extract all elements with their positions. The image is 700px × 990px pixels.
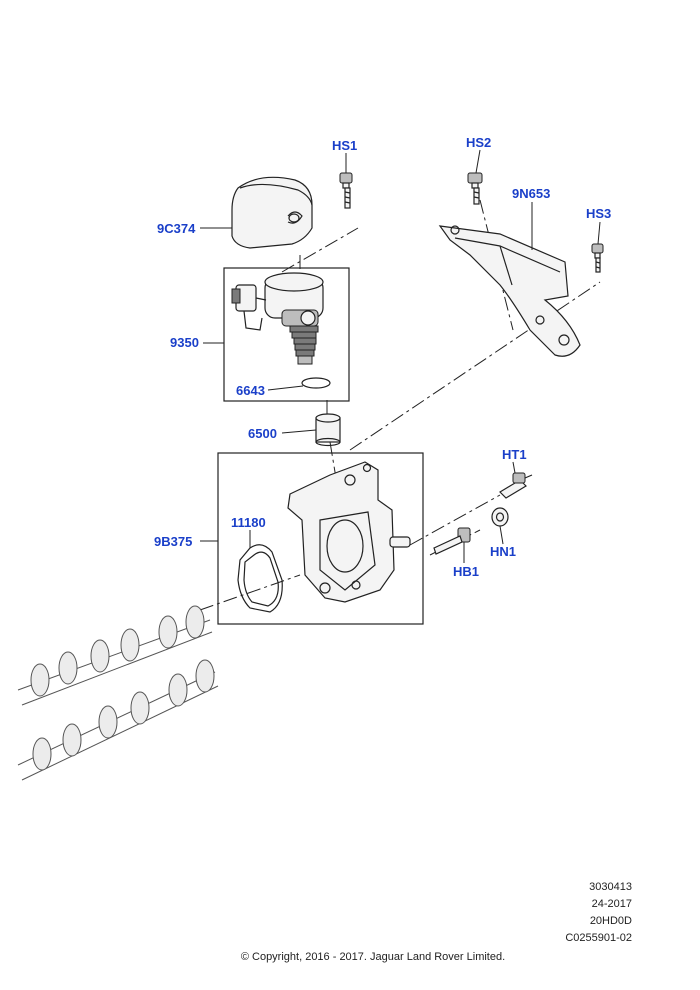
leader-lines	[200, 149, 601, 563]
tappet-drawing	[315, 413, 341, 447]
nut-hn1-drawing	[491, 507, 509, 527]
bolt-hs2-drawing	[467, 172, 483, 205]
bracket-drawing	[438, 225, 581, 357]
callout-6500: 6500	[248, 426, 277, 441]
callout-hs1: HS1	[332, 138, 357, 153]
callout-6643: 6643	[236, 383, 265, 398]
callout-11180: 11180	[231, 515, 266, 530]
bolt-hb1-drawing	[433, 527, 471, 555]
footer-illustration-id: C0255901-02	[565, 932, 632, 944]
footer-copyright: © Copyright, 2016 - 2017. Jaguar Land Ro…	[241, 951, 505, 963]
pump-cover-drawing	[231, 176, 313, 249]
camshaft-upper-drawing	[17, 605, 213, 706]
frame-fuel-pump-group	[223, 267, 350, 402]
callout-9350: 9350	[170, 335, 199, 350]
callout-ht1: HT1	[502, 447, 527, 462]
camshaft-lower-drawing	[17, 659, 219, 781]
frame-housing-group	[217, 452, 424, 625]
callout-hn1: HN1	[490, 544, 516, 559]
footer-date-code: 24-2017	[592, 898, 632, 910]
callout-hs3: HS3	[586, 206, 611, 221]
fuel-pump-drawing	[231, 272, 324, 365]
bolt-hs1-drawing	[339, 172, 353, 209]
pump-housing-drawing	[287, 461, 411, 603]
gasket-drawing	[237, 544, 283, 613]
footer-model-code: 20HD0D	[590, 915, 632, 927]
bolt-hs3-drawing	[591, 243, 604, 273]
stud-ht1-drawing	[499, 472, 533, 499]
footer-ref-number: 3030413	[589, 881, 632, 893]
callout-hs2: HS2	[466, 135, 491, 150]
callout-hb1: HB1	[453, 564, 479, 579]
callout-9c374: 9C374	[157, 221, 196, 236]
callout-9b375: 9B375	[154, 534, 192, 549]
callout-9n653: 9N653	[512, 186, 550, 201]
o-ring-drawing	[301, 377, 331, 389]
